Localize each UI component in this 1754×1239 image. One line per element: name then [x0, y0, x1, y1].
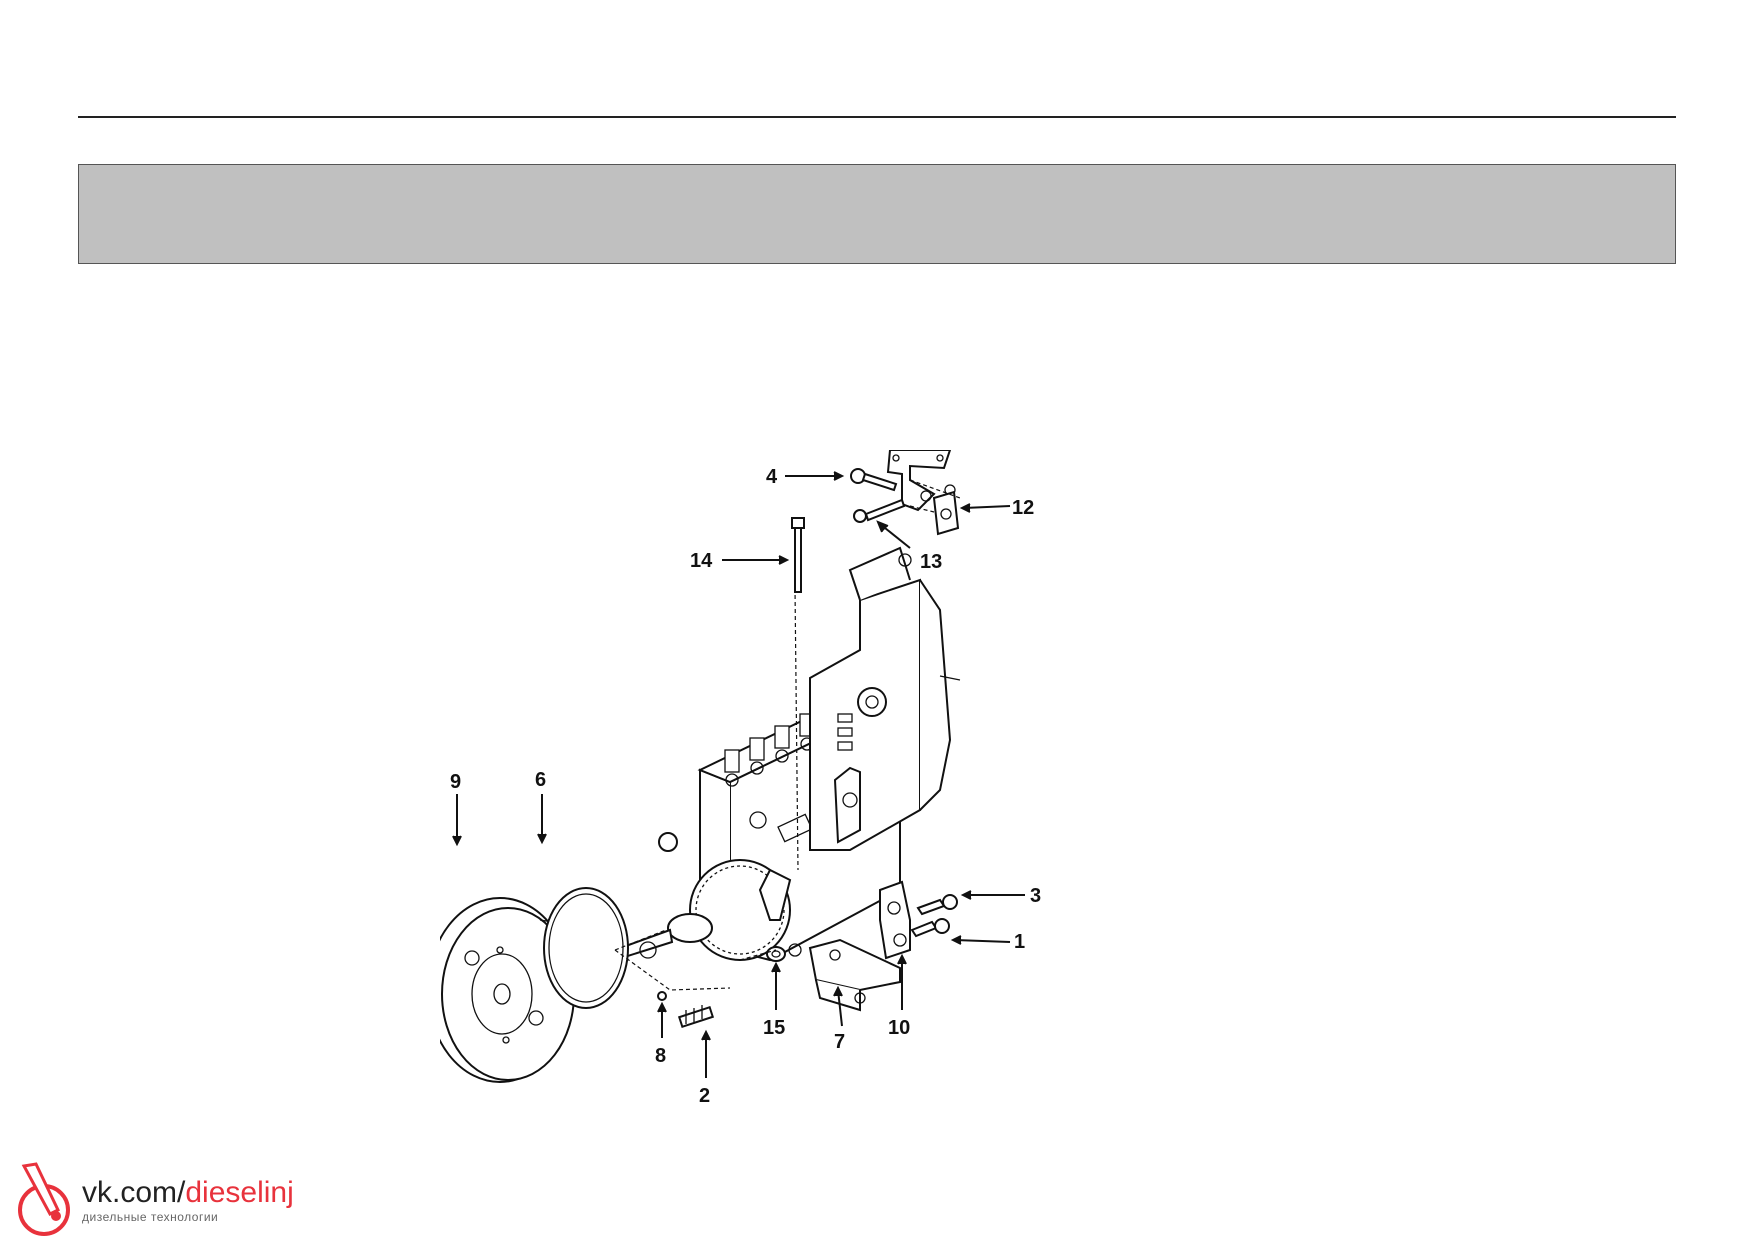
bolt-1 — [910, 918, 950, 938]
long-bolt-14 — [791, 517, 805, 593]
nut-15 — [766, 946, 786, 962]
callout-8: 8 — [655, 1045, 666, 1067]
top-bracket — [886, 450, 956, 512]
bolt-4 — [850, 468, 898, 492]
bolt-3 — [916, 894, 958, 916]
o-ring — [543, 887, 629, 1009]
drive-gear — [440, 897, 585, 1083]
header-band — [78, 164, 1676, 264]
callout-13: 13 — [920, 551, 942, 573]
callout-1: 1 — [1014, 931, 1025, 953]
callout-10: 10 — [888, 1017, 910, 1039]
callout-15: 15 — [763, 1017, 785, 1039]
key — [657, 991, 667, 1001]
callout-6: 6 — [535, 769, 546, 791]
callout-2: 2 — [699, 1085, 710, 1107]
dieselinj-logo-icon — [18, 1162, 70, 1236]
callout-14: 14 — [690, 550, 713, 572]
watermark-text: vk.com/dieselinj дизельные технологии — [82, 1176, 294, 1225]
governor-housing — [809, 546, 961, 851]
block-12 — [932, 490, 960, 536]
watermark-subtitle: дизельные технологии — [82, 1210, 219, 1224]
stud — [677, 1005, 715, 1028]
top-rule — [78, 116, 1676, 118]
exploded-diagram: 5 11 4 12 13 14 3 1 9 6 15 7 10 8 2 — [440, 450, 1220, 1150]
callout-7: 7 — [834, 1031, 845, 1053]
callout-12: 12 — [1012, 497, 1034, 519]
callout-3: 3 — [1030, 885, 1041, 907]
watermark-url: vk.com/dieselinj — [82, 1176, 294, 1209]
callout-4: 4 — [766, 466, 778, 488]
callout-9: 9 — [450, 771, 461, 793]
bolt-13 — [853, 498, 906, 523]
